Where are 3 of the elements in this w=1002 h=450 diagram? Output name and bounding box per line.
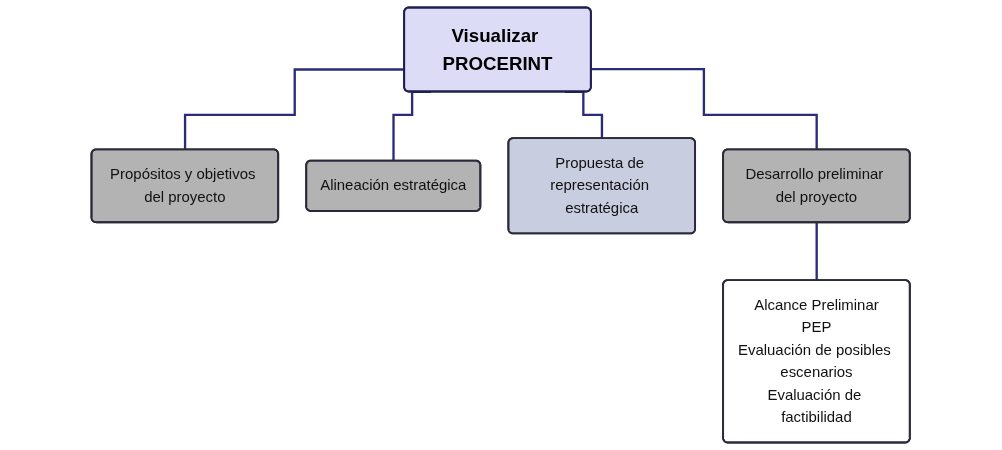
connector — [815, 221, 819, 282]
connector — [184, 68, 405, 151]
connector — [591, 67, 819, 151]
